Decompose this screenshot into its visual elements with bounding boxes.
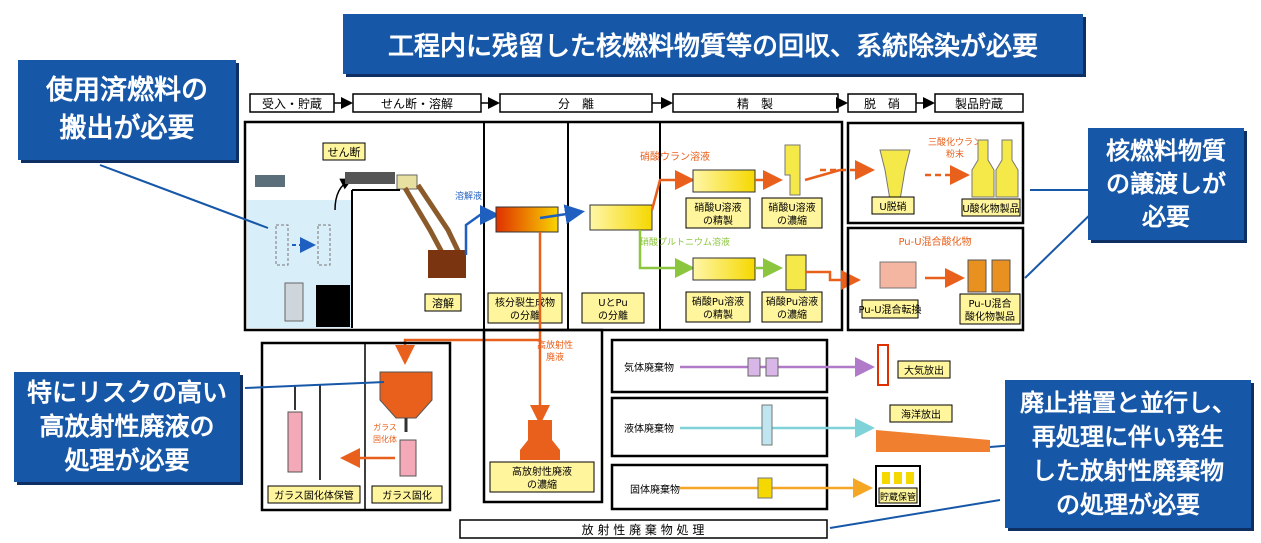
stage-shear-label: せん断・溶解: [381, 96, 453, 111]
u-pu-separation-label-2: の分離: [598, 309, 628, 322]
u-purify-label-2: の精製: [703, 214, 733, 227]
glass-storage-label: ガラス固化体保管: [274, 489, 354, 502]
uo3-powder-label-1: 三酸化ウラン: [928, 136, 982, 148]
shear-dissolve-section: せん断 溶解 溶解液: [322, 142, 500, 328]
purification-section: 硝酸ウラン溶液 硝酸U溶液 の精製 硝酸U溶液 の濃縮 硝酸プルトニウム溶液 硝…: [638, 144, 861, 323]
pu-conc-label-2: の濃縮: [777, 308, 807, 321]
mox-convert-label: Pu-U混合転換: [858, 303, 921, 316]
separation-section: 核分裂生成物 の分離 UとPu の分離: [487, 204, 653, 324]
gas-waste-label: 気体廃棄物: [624, 361, 674, 374]
sea-release-label: 海洋放出: [901, 408, 941, 421]
callout-right-top: 核燃料物質 の譲渡しが 必要: [1088, 128, 1244, 240]
callout-left-top: 使用済燃料の 搬出が必要: [18, 60, 236, 160]
pu-purify-label-2: の精製: [703, 308, 733, 321]
hlw-conc-label-1: 高放射性廃液: [512, 465, 572, 478]
u-denitration-label: U脱硝: [879, 200, 906, 213]
u-conc-label-2: の濃縮: [777, 214, 807, 227]
glass-label-2: 固化体: [373, 434, 397, 444]
stage-receive-label: 受入・貯蔵: [262, 97, 322, 111]
hlw-label-1: 高放射性: [537, 339, 573, 351]
callout-top: 工程内に残留した核燃料物質等の回収、系統除染が必要: [343, 14, 1083, 74]
callout-right-bottom: 廃止措置と並行し、 再処理に伴い発生 した放射性廃棄物 の処理が必要: [1005, 380, 1251, 528]
stage-denitration-label: 脱 硝: [864, 96, 900, 111]
mox-product-label-2: 酸化物製品: [965, 310, 1015, 323]
callout-pointers: [99, 164, 1101, 529]
fp-separation-label-1: 核分裂生成物: [495, 296, 555, 309]
vitrification-label: ガラス固化: [382, 489, 432, 502]
fuel-storage-pool: [247, 175, 353, 328]
stage-header: 受入・貯蔵 せん断・溶解 分 離 精 製 脱 硝 製品貯蔵: [249, 93, 1024, 113]
pu-conc-label-1: 硝酸Pu溶液: [766, 295, 818, 308]
solid-waste-label: 固体廃棄物: [630, 483, 680, 496]
mox-label: Pu-U混合酸化物: [898, 235, 971, 248]
u-conc-label-1: 硝酸U溶液: [768, 201, 815, 214]
stage-purification-label: 精 製: [737, 97, 773, 111]
stage-product-storage-label: 製品貯蔵: [955, 97, 1003, 111]
shear-label: せん断: [328, 145, 361, 159]
fp-separation-label-2: の分離: [510, 309, 540, 322]
hlw-label-2: 廃液: [546, 351, 564, 363]
stage-separation-label: 分 離: [558, 97, 594, 111]
uo3-product-label: U酸化物製品: [962, 202, 1019, 215]
waste-treatment-label: 放 射 性 廃 棄 物 処 理: [582, 522, 705, 537]
hlw-conc-label-2: の濃縮: [527, 478, 557, 491]
mox-product-label-1: Pu-U混合: [968, 297, 1011, 310]
liquid-waste-label: 液体廃棄物: [624, 422, 674, 435]
dissolved-liquid-label: 溶解液: [455, 190, 482, 202]
waste-treatment-section: 気体廃棄物 大気放出 液体廃棄物 海洋放出 固体廃棄物 貯蔵保管 放 射 性 廃…: [459, 338, 990, 539]
pu-purify-label-1: 硝酸Pu溶液: [692, 295, 744, 308]
glass-label-1: ガラス: [373, 422, 397, 432]
dissolve-label: 溶解: [432, 296, 454, 310]
storage-label: 貯蔵保管: [880, 491, 916, 503]
callout-left-bottom: 特にリスクの高い 高放射性廃液の 処理が必要: [14, 372, 240, 482]
uranyl-nitrate-label: 硝酸ウラン溶液: [640, 150, 710, 163]
u-purify-label-1: 硝酸U溶液: [694, 201, 741, 214]
u-pu-separation-label-1: UとPu: [598, 297, 628, 309]
hlw-section: 高放射性 廃液 高放射性廃液 の濃縮 ガラス 固化体 ガラス固化体保管 ガラス固…: [260, 232, 604, 512]
denitration-section: U脱硝 三酸化ウラン 粉末 U酸化物製品 Pu-U混合酸化物 Pu-U混合転換 …: [820, 121, 1025, 332]
air-release-label: 大気放出: [904, 364, 944, 377]
uo3-powder-label-2: 粉末: [946, 148, 964, 160]
pu-nitrate-label: 硝酸プルトニウム溶液: [640, 236, 730, 248]
